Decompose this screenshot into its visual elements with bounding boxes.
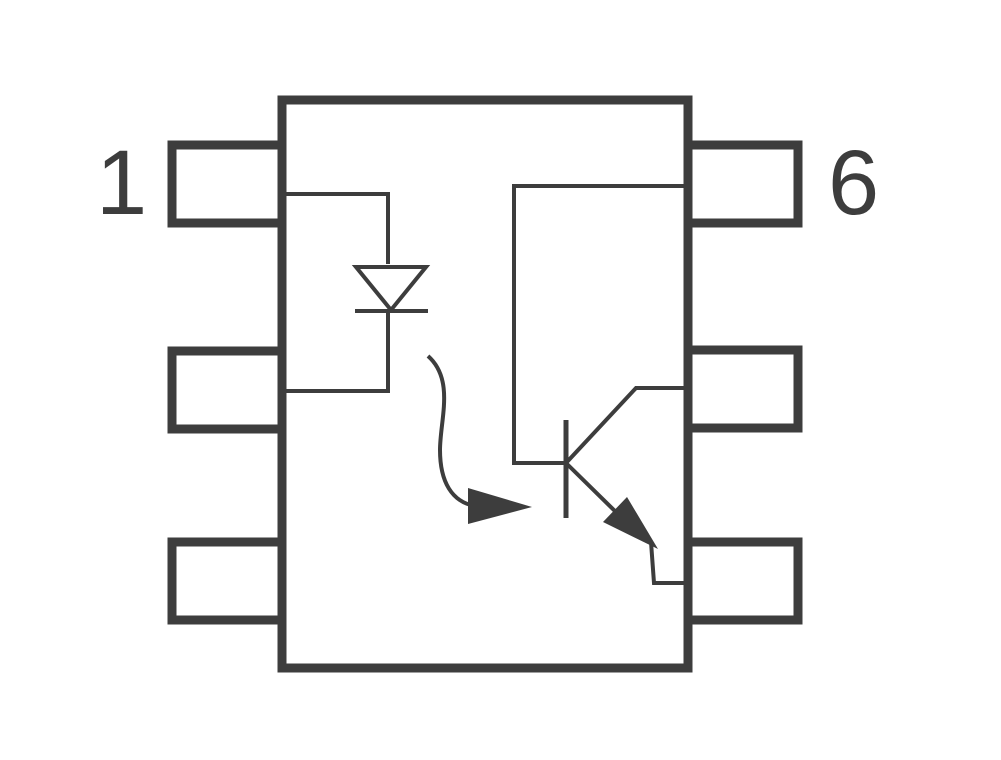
right-pins xyxy=(681,140,803,625)
transistor-emitter xyxy=(564,461,624,520)
pin-1 xyxy=(167,140,287,228)
transistor-collector xyxy=(564,386,684,465)
light-emission-arrowhead xyxy=(468,488,532,524)
emitter-arrowhead xyxy=(603,497,658,549)
collector-wire xyxy=(512,184,684,465)
light-emission-arrow-icon xyxy=(426,354,532,524)
light-emission-wave xyxy=(426,354,476,508)
pin-1-label: 1 xyxy=(96,132,147,234)
pin-3 xyxy=(167,537,287,625)
led-icon xyxy=(286,192,431,393)
emitter-wire xyxy=(649,541,684,585)
pin-6 xyxy=(681,140,803,228)
led-anode-wire xyxy=(286,192,390,264)
pin-5 xyxy=(681,345,803,433)
led-triangle xyxy=(351,265,431,314)
pin-2 xyxy=(167,346,287,434)
pin-6-label: 6 xyxy=(828,132,879,234)
led-cathode-wire xyxy=(286,311,390,393)
left-pins xyxy=(167,140,287,625)
pin-4 xyxy=(681,537,803,625)
phototransistor-icon xyxy=(512,184,684,585)
